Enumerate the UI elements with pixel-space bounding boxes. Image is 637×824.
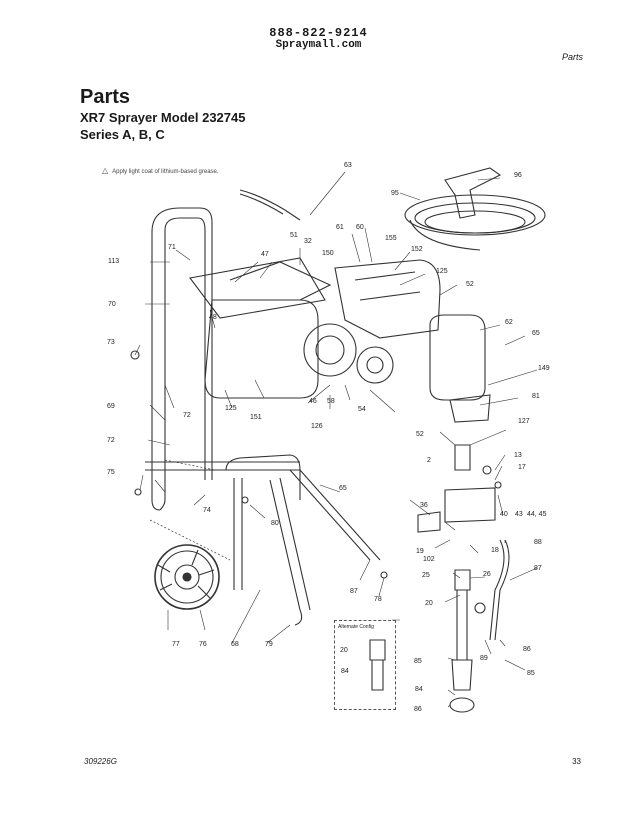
callout-c86b: 86 xyxy=(414,706,422,713)
callout-c76: 76 xyxy=(199,641,207,648)
callout-c126: 126 xyxy=(311,423,323,430)
grease-note: △Apply light coat of lithium-based greas… xyxy=(102,166,219,175)
callout-c149: 149 xyxy=(538,365,550,372)
header-phone: 888-822-9214 xyxy=(269,26,368,40)
callout-c102: 102 xyxy=(423,556,435,563)
callout-c43: 43 xyxy=(515,511,523,518)
callout-c152: 152 xyxy=(411,246,423,253)
callout-c70: 70 xyxy=(108,301,116,308)
callout-c95: 95 xyxy=(391,190,399,197)
callout-c61: 61 xyxy=(336,224,344,231)
callout-c96: 96 xyxy=(514,172,522,179)
callout-c20a: 20 xyxy=(425,600,433,607)
callout-c80: 80 xyxy=(271,520,279,527)
callout-c85a: 85 xyxy=(414,658,422,665)
alternate-config-box xyxy=(334,620,396,710)
callout-c63: 63 xyxy=(344,162,352,169)
callout-c125b: 125 xyxy=(225,405,237,412)
callout-c62: 62 xyxy=(505,319,513,326)
callout-c75: 75 xyxy=(107,469,115,476)
callout-c78: 78 xyxy=(374,596,382,603)
callout-c72a: 72 xyxy=(183,412,191,419)
grease-note-text: Apply light coat of lithium-based grease… xyxy=(112,169,219,175)
callout-c46: 46 xyxy=(309,398,317,405)
callout-c26: 26 xyxy=(483,571,491,578)
callout-c68: 68 xyxy=(231,641,239,648)
page-subtitle: XR7 Sprayer Model 232745 xyxy=(80,110,246,125)
callout-c18: 18 xyxy=(491,547,499,554)
callout-c155: 155 xyxy=(385,235,397,242)
alternate-config-title: Alternate Config xyxy=(338,624,374,630)
callout-c127: 127 xyxy=(518,418,530,425)
page-number: 33 xyxy=(572,757,581,766)
callout-c69: 69 xyxy=(107,403,115,410)
callout-c20b: 20 xyxy=(340,647,348,654)
callout-c51: 51 xyxy=(290,232,298,239)
callout-c71: 71 xyxy=(168,244,176,251)
callout-c81: 81 xyxy=(532,393,540,400)
callout-c58: 58 xyxy=(327,398,335,405)
callout-c89: 89 xyxy=(480,655,488,662)
callout-c4445: 44, 45 xyxy=(527,511,547,518)
callout-c88: 88 xyxy=(534,539,542,546)
callout-c150: 150 xyxy=(322,250,334,257)
callout-c151: 151 xyxy=(250,414,262,421)
callout-c17: 17 xyxy=(518,464,526,471)
callout-c87b: 87 xyxy=(534,565,542,572)
callout-c48: 48 xyxy=(209,314,217,321)
callout-c73: 73 xyxy=(107,339,115,346)
callout-c32: 32 xyxy=(304,238,312,245)
callout-c36: 36 xyxy=(420,502,428,509)
callout-c52b: 52 xyxy=(416,431,424,438)
callout-c113: 113 xyxy=(108,258,120,265)
callout-c79: 79 xyxy=(265,641,273,648)
callout-c84b: 84 xyxy=(415,686,423,693)
callout-c84a: 84 xyxy=(341,668,349,675)
callout-c86a: 86 xyxy=(523,646,531,653)
callout-c2: 2 xyxy=(427,457,431,464)
page-title: Parts xyxy=(80,86,131,108)
callout-c19: 19 xyxy=(416,548,424,555)
callout-c65a: 65 xyxy=(532,330,540,337)
callout-c85b: 85 xyxy=(527,670,535,677)
warning-triangle-icon: △ xyxy=(102,166,109,175)
callout-c13: 13 xyxy=(514,452,522,459)
header-section: Parts xyxy=(561,52,583,62)
callout-c72b: 72 xyxy=(107,437,115,444)
callout-c125a: 125 xyxy=(436,268,448,275)
callout-c65b: 65 xyxy=(339,485,347,492)
callout-c77: 77 xyxy=(172,641,180,648)
doc-number: 309226G xyxy=(84,757,117,766)
callout-c60: 60 xyxy=(356,224,364,231)
callout-c87a: 87 xyxy=(350,588,358,595)
series-label: Series A, B, C xyxy=(80,127,165,142)
callout-c40: 40 xyxy=(500,511,508,518)
callout-c74: 74 xyxy=(203,507,211,514)
header-website[interactable]: Spraymall.com xyxy=(275,39,362,51)
callout-c25a: 25 xyxy=(422,572,430,579)
callout-c54: 54 xyxy=(358,406,366,413)
callout-c52a: 52 xyxy=(466,281,474,288)
callout-c47: 47 xyxy=(261,251,269,258)
